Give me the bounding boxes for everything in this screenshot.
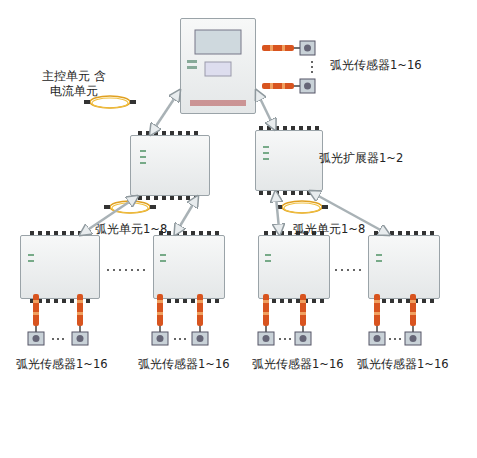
part-label: 弧光传感器1~16 xyxy=(138,357,230,371)
fiber-link-arrow xyxy=(80,196,138,235)
arc-unit xyxy=(258,235,330,299)
main-controller: 主控单元 含电流单元 xyxy=(180,18,256,114)
part-label: 弧光传感器1~16 xyxy=(16,357,108,371)
arc-unit xyxy=(153,235,225,299)
arc-unit xyxy=(20,235,100,299)
device-label: 弧光扩展器1~2 xyxy=(319,151,419,166)
device-label: 主控单元 含电流单元 xyxy=(41,69,107,99)
part-label: 弧光传感器1~16 xyxy=(252,357,344,371)
part-label: 弧光单元1~8 xyxy=(293,222,365,236)
arc-expander: 弧光扩展器1~2 xyxy=(255,130,323,191)
fiber-link-arrow xyxy=(150,90,180,135)
fiber-link-arrow xyxy=(175,196,198,235)
part-label: 弧光单元1~8 xyxy=(95,222,167,236)
arc-unit xyxy=(368,235,440,299)
fiber-link-arrow xyxy=(309,191,389,235)
arc-expander xyxy=(130,135,210,196)
part-label: 弧光传感器1~16 xyxy=(330,58,422,72)
part-label: 弧光传感器1~16 xyxy=(357,357,449,371)
fiber-link-arrow xyxy=(275,191,279,235)
fiber-link-arrow xyxy=(256,90,275,130)
